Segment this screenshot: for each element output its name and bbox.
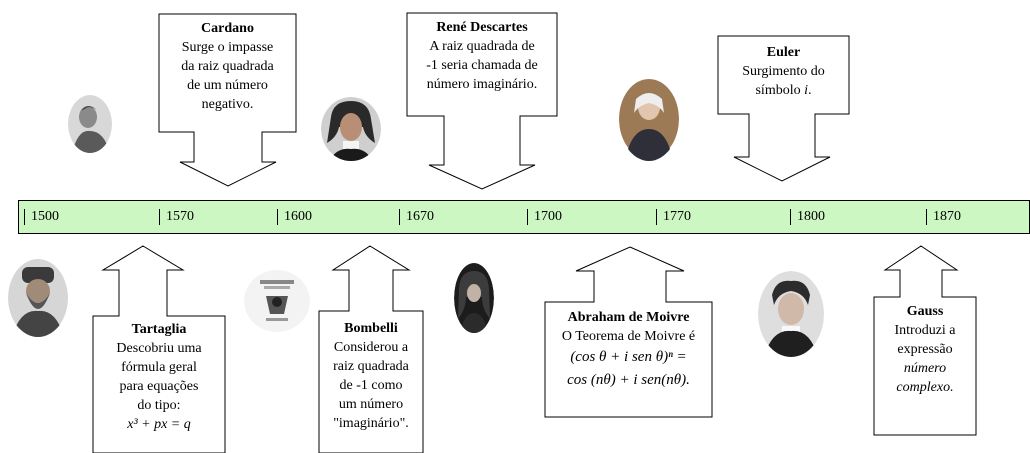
year-1770: 1770 bbox=[656, 209, 691, 225]
year-1670: 1670 bbox=[399, 209, 434, 225]
descartes-line: A raiz quadrada de bbox=[429, 39, 535, 54]
gauss-line: complexo. bbox=[896, 380, 954, 395]
euler-i-symbol: i bbox=[804, 83, 808, 98]
tartaglia-portrait bbox=[8, 259, 68, 337]
euler-title: Euler bbox=[766, 45, 801, 60]
bombelli-line: um número bbox=[338, 397, 404, 412]
euler-line: símbolo i. bbox=[755, 83, 812, 98]
cardano-portrait bbox=[68, 95, 112, 153]
moivre-formula: cos (nθ) + i sen(nθ). bbox=[567, 372, 690, 388]
gauss-line: expressão bbox=[897, 342, 953, 357]
tartaglia-line: do tipo: bbox=[137, 398, 181, 413]
cardano-line: de um número bbox=[187, 78, 268, 93]
year-1570: 1570 bbox=[159, 209, 194, 225]
cardano-line: da raiz quadrada bbox=[181, 59, 274, 74]
timeline-bar: 1500 1570 1600 1670 1700 1770 1800 1870 bbox=[18, 200, 1030, 234]
moivre-line: O Teorema de Moivre é bbox=[561, 329, 696, 344]
tartaglia-title: Tartaglia bbox=[131, 322, 187, 337]
tartaglia-line: Descobriu uma bbox=[116, 341, 202, 356]
gauss-title: Gauss bbox=[906, 304, 944, 319]
gauss-line: Introduzi a bbox=[894, 323, 956, 338]
descartes-portrait bbox=[321, 97, 381, 161]
bombelli-line: raiz quadrada bbox=[333, 359, 409, 374]
descartes-line: número imaginário. bbox=[426, 77, 538, 92]
cardano-line: negativo. bbox=[201, 97, 254, 112]
gauss-line: número bbox=[903, 361, 947, 376]
year-1870: 1870 bbox=[926, 209, 961, 225]
bombelli-text: Bombelli Considerou a raiz quadrada de -… bbox=[319, 319, 423, 433]
portrait-1700 bbox=[454, 263, 494, 333]
bombelli-line: de -1 como bbox=[339, 378, 403, 393]
euler-line: Surgimento do bbox=[742, 64, 825, 79]
year-1700: 1700 bbox=[527, 209, 562, 225]
bombelli-title: Bombelli bbox=[344, 321, 398, 336]
moivre-text: Abraham de Moivre O Teorema de Moivre é … bbox=[545, 308, 712, 392]
tartaglia-formula: x³ + px = q bbox=[127, 417, 191, 432]
tartaglia-text: Tartaglia Descobriu uma fórmula geral pa… bbox=[93, 320, 225, 434]
gauss-portrait bbox=[758, 271, 824, 357]
moivre-formula: (cos θ + i sen θ)ⁿ = bbox=[570, 349, 687, 365]
cardano-text: Cardano Surge o impasse da raiz quadrada… bbox=[159, 19, 296, 114]
bombelli-emblem bbox=[244, 270, 310, 332]
descartes-text: René Descartes A raiz quadrada de -1 ser… bbox=[407, 18, 557, 94]
tartaglia-line: fórmula geral bbox=[121, 360, 197, 375]
tartaglia-line: para equações bbox=[119, 379, 199, 394]
bombelli-line: "imaginário". bbox=[333, 416, 409, 431]
euler-text: Euler Surgimento do símbolo i. bbox=[718, 43, 849, 100]
cardano-title: Cardano bbox=[201, 21, 254, 36]
euler-portrait bbox=[619, 77, 679, 161]
cardano-line: Surge o impasse bbox=[181, 40, 274, 55]
descartes-title: René Descartes bbox=[436, 20, 528, 35]
year-1500: 1500 bbox=[24, 209, 59, 225]
moivre-title: Abraham de Moivre bbox=[567, 310, 690, 325]
gauss-text: Gauss Introduzi a expressão número compl… bbox=[874, 302, 976, 397]
bombelli-line: Considerou a bbox=[333, 340, 409, 355]
year-1600: 1600 bbox=[277, 209, 312, 225]
year-1800: 1800 bbox=[790, 209, 825, 225]
descartes-line: -1 seria chamada de bbox=[426, 58, 538, 73]
